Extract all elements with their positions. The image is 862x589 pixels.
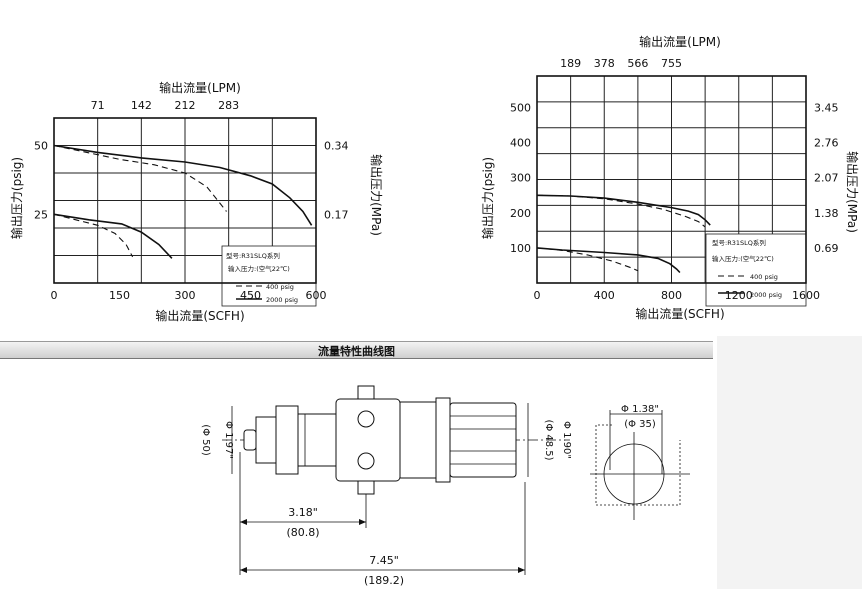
drawing-dim-panel-hole: Φ 1.38" <box>621 404 659 415</box>
chart-right-y-tick: 500 <box>510 102 531 115</box>
chart-right-y-axis-title: 输出压力(psig) <box>480 157 495 239</box>
drawing-port-hole-bottom <box>357 452 375 470</box>
chart-left-y-tick: 25 <box>34 208 48 221</box>
chart-right-series-2000psig-high <box>536 194 711 226</box>
chart-left-series-400psig-high <box>53 144 227 212</box>
chart-right-x-tick: 0 <box>534 289 541 302</box>
drawing-dim-total-len: 7.45" <box>369 554 399 567</box>
chart-left-top-tick: 212 <box>175 99 196 112</box>
chart-left-x-tick: 450 <box>240 289 261 302</box>
drawing-port-hole-top <box>357 410 375 428</box>
chart-left-x-axis-title: 输出流量(SCFH) <box>155 308 244 323</box>
drawing-bonnet <box>399 401 437 479</box>
drawing-panel-nut <box>435 397 451 483</box>
chart-right-series-2000psig-low <box>536 247 681 274</box>
drawing-dim-body-dia-mm: (Φ 50) <box>200 424 211 456</box>
drawing-inlet-fitting <box>255 416 277 464</box>
chart-left-right-tick: 0.17 <box>324 208 349 221</box>
chart-right-x-axis-title: 输出流量(SCFH) <box>635 306 724 321</box>
chart-left-series-400psig-low <box>53 213 134 258</box>
chart-left-x-tick: 150 <box>109 289 130 302</box>
chart-left-x-tick: 600 <box>306 289 327 302</box>
chart-right-y-tick: 300 <box>510 172 531 185</box>
drawing-dim-half-len-mm: (80.8) <box>286 526 319 539</box>
drawing-dim-total-len-mm: (189.2) <box>364 574 404 587</box>
chart-right-y-tick: 400 <box>510 137 531 150</box>
chart-left-series-2000psig-high <box>53 144 313 226</box>
chart-right-right-tick: 0.69 <box>814 242 839 255</box>
chart-right-x-tick: 800 <box>661 289 682 302</box>
chart-left-legend-400: 400 psig <box>266 283 294 291</box>
section-title: 流量特性曲线图 <box>318 345 395 358</box>
drawing-dim-body-dia: Φ 1.97" <box>223 421 234 459</box>
section-title-bar <box>0 341 713 359</box>
chart-left-plot: 0 150 300 450 600 71 142 212 283 25 0.17 50 0.34 <box>34 99 349 307</box>
chart-right-legend-400: 400 psig <box>750 273 778 281</box>
chart-left-legend: 型号:R31SLQ系列 输入压力:(空气22℃) 400 psig 2000 p… <box>226 251 298 304</box>
chart-left-x-tick: 0 <box>51 289 58 302</box>
drawing-collar <box>297 413 337 467</box>
chart-left-top-tick: 142 <box>131 99 152 112</box>
drawing-port-bottom <box>357 480 375 495</box>
chart-right-x-tick: 1200 <box>725 289 753 302</box>
chart-right: 输出流量(LPM) 输出流量(SCFH) 输出压力(psig) 输出压力(MPa… <box>480 34 860 321</box>
chart-right-frame <box>536 75 807 284</box>
chart-right-legend-box <box>705 233 807 307</box>
chart-right-top-tick: 755 <box>661 57 682 70</box>
regulator-drawing: Φ 1.97" (Φ 50) Φ 1.90" (Φ 48.5) 3.18" (8… <box>200 385 690 587</box>
chart-right-series-400psig-high <box>536 194 706 228</box>
chart-right-x-tick: 1600 <box>792 289 820 302</box>
chart-left-right-tick: 0.34 <box>324 140 349 153</box>
chart-right-top-tick: 566 <box>627 57 648 70</box>
chart-left-top-tick: 71 <box>91 99 105 112</box>
chart-right-right-axis-title: 输出压力(MPa) <box>845 151 860 233</box>
chart-right-top-tick: 378 <box>594 57 615 70</box>
chart-right-top-tick: 189 <box>560 57 581 70</box>
drawing-port-top <box>357 385 375 400</box>
drawing-dim-panel-hole-mm: (Φ 35) <box>624 419 656 430</box>
drawing-cap <box>275 405 299 475</box>
chart-left-frame <box>53 117 317 284</box>
chart-left-legend-inlet: 输入压力:(空气22℃) <box>228 264 290 273</box>
chart-right-right-tick: 2.76 <box>814 137 839 150</box>
chart-left-y-tick: 50 <box>34 140 48 153</box>
chart-left: 输出流量(LPM) 输出流量(SCFH) 输出压力(psig) 输出压力(MPa… <box>9 80 384 323</box>
chart-right-legend: 型号:R31SLQ系列 输入压力:(空气22℃) 400 psig 2000 p… <box>712 238 782 299</box>
chart-left-x-tick: 300 <box>175 289 196 302</box>
chart-right-y-tick: 200 <box>510 207 531 220</box>
chart-right-legend-model: 型号:R31SLQ系列 <box>712 238 766 247</box>
chart-left-series-2000psig-low <box>53 213 173 259</box>
chart-right-top-axis-title: 输出流量(LPM) <box>639 34 721 49</box>
chart-left-top-axis-title: 输出流量(LPM) <box>159 80 241 95</box>
drawing-dim-half-len: 3.18" <box>288 506 318 519</box>
chart-right-legend-2000: 2000 psig <box>750 291 782 299</box>
chart-right-plot: 0 400 800 1200 1600 189 378 566 755 100 0.69 200 1.3… <box>510 57 839 307</box>
chart-right-y-tick: 100 <box>510 242 531 255</box>
chart-right-right-tick: 1.38 <box>814 207 839 220</box>
drawing-panel-outline <box>595 424 681 506</box>
chart-left-legend-model: 型号:R31SLQ系列 <box>226 251 280 260</box>
chart-left-legend-box <box>221 245 317 307</box>
chart-left-legend-2000: 2000 psig <box>266 296 298 304</box>
drawing-dim-knob-dia: Φ 1.90" <box>561 421 572 459</box>
drawing-knob <box>449 402 517 478</box>
drawing-inlet-nipple <box>243 429 257 451</box>
chart-right-x-tick: 400 <box>594 289 615 302</box>
chart-right-legend-inlet: 输入压力:(空气22℃) <box>712 254 774 263</box>
chart-left-top-tick: 283 <box>218 99 239 112</box>
right-side-panel <box>717 336 862 589</box>
chart-left-y-axis-title: 输出压力(psig) <box>9 157 24 239</box>
chart-right-right-tick: 2.07 <box>814 172 839 185</box>
drawing-dim-knob-dia-mm: (Φ 48.5) <box>543 419 554 460</box>
chart-left-right-axis-title: 输出压力(MPa) <box>369 154 384 236</box>
chart-right-right-tick: 3.45 <box>814 102 839 115</box>
